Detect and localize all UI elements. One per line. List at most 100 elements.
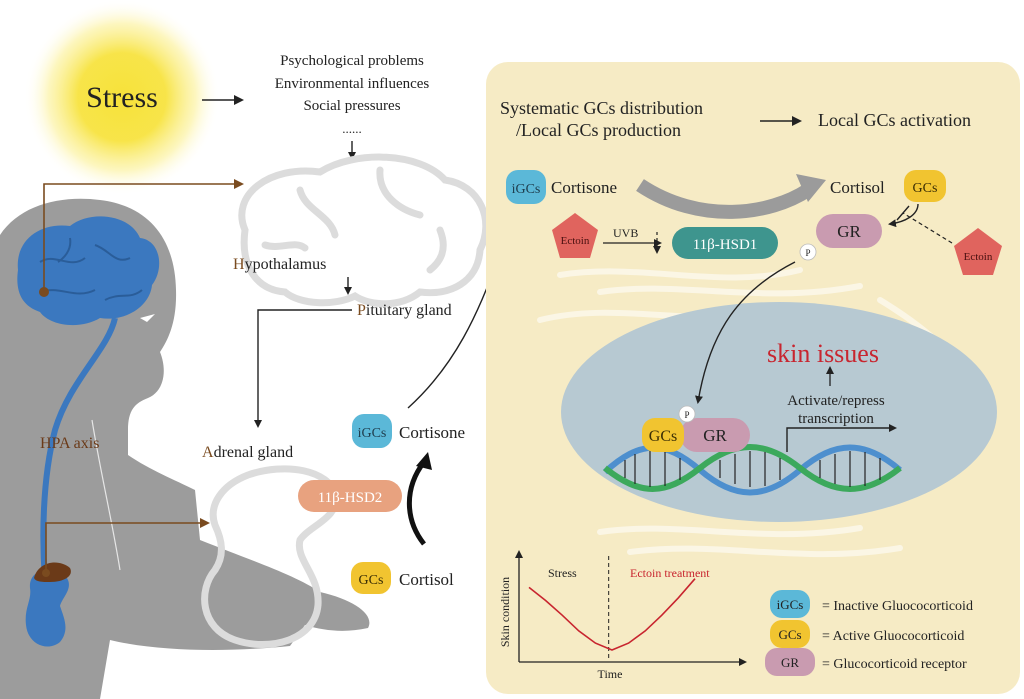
hsd2-label: 11β-HSD2 <box>318 490 383 506</box>
adrenal-to-kidney-arrow <box>45 518 210 573</box>
panel-header-right: Local GCs activation <box>818 110 971 130</box>
cortisol-to-cortisone-arrowhead <box>416 452 432 470</box>
panel-gcs-badge-shape <box>904 170 946 202</box>
left-cortisol-label: Cortisol <box>399 570 454 589</box>
brain-outline <box>238 153 490 308</box>
brain-folds <box>39 237 143 301</box>
spinal-cord <box>40 317 118 581</box>
hsd2-shape <box>298 480 402 512</box>
nucleus <box>561 302 997 522</box>
hpa-axis-label: HPA axis <box>40 435 99 452</box>
legend-badge-shape <box>765 648 815 676</box>
skin-texture <box>537 267 993 558</box>
legend-badge-shape <box>770 620 810 648</box>
panel-igcs-badge: iGCs <box>512 182 541 197</box>
nucleus-gcs-label: GCs <box>649 428 677 445</box>
nucleus-phospho-circle <box>678 405 696 423</box>
panel-igcs-badge-shape <box>506 170 546 204</box>
adrenal-icon <box>34 562 71 582</box>
transcription-line2: transcription <box>798 411 874 427</box>
chart-series-line <box>528 578 696 651</box>
hsd1-pill: 11β-HSD1 <box>672 227 778 259</box>
hypothalamus-initial: H <box>233 256 245 273</box>
legend-badge-label: GCs <box>778 627 801 642</box>
stress-causes: Psychological problems Environmental inf… <box>275 53 430 136</box>
panel-gcs-badge: GCs <box>913 181 938 196</box>
skin-condition-chart: Skin condition Time Stress Ectoin treatm… <box>498 550 747 681</box>
panel-cortisone: iGCs Cortisone <box>506 170 617 204</box>
pituitary-initial: P <box>357 302 366 319</box>
legend-badge-label: GR <box>781 655 799 670</box>
hypothalamus-rest: ypothalamus <box>245 256 327 273</box>
legend-text: = Active Gluococorticoid <box>822 629 964 644</box>
left-igcs-badge-shape <box>352 414 392 448</box>
ectoin-left-label: Ectoin <box>561 235 590 247</box>
legend-item: iGCs= Inactive Gluococorticoid <box>770 590 973 618</box>
ectoin-right-label: Ectoin <box>964 251 993 263</box>
left-cortisone-label: Cortisone <box>399 423 465 442</box>
svg-text:Adrenal gland: Adrenal gland <box>202 444 293 461</box>
cause-ellipsis: ...... <box>342 121 362 136</box>
ectoin-left: Ectoin <box>552 213 598 258</box>
brain-to-brain-arrow <box>43 179 244 292</box>
cortisol-to-cortisone-arrow <box>406 460 427 546</box>
panel-cortisol-label: Cortisol <box>830 178 885 197</box>
stress-sun: Stress <box>24 0 220 195</box>
legend-item: GCs = Active Gluococorticoid <box>770 620 964 648</box>
panel-header-left-line1: Systematic GCs distribution <box>500 98 703 118</box>
ectoin-inhibition-line <box>902 212 953 244</box>
nucleus-gr-shape <box>680 418 750 452</box>
adrenal-initial: A <box>202 444 214 461</box>
svg-text:Hypothalamus: Hypothalamus <box>233 256 326 273</box>
legend-badge-shape <box>770 590 810 618</box>
human-silhouette <box>0 198 370 699</box>
cause-environmental: Environmental influences <box>275 76 430 92</box>
dna-base-pairs <box>624 451 881 487</box>
stress-label: Stress <box>86 81 158 114</box>
left-igcs-badge: iGCs <box>358 426 387 441</box>
panel-header-left-line2: /Local GCs production <box>516 120 681 140</box>
activation-big-arrowhead <box>796 174 826 202</box>
gr-translocation-arrow <box>695 261 796 404</box>
chart-annotation-stress: Stress <box>548 566 577 580</box>
activation-big-arrow <box>636 179 812 219</box>
left-gcs-badge-shape <box>351 562 391 594</box>
gr-shape <box>816 214 882 248</box>
hsd1-shape <box>672 227 778 259</box>
ectoin-left-shape <box>552 213 598 258</box>
gr-phospho-circle <box>799 243 817 261</box>
chart-ylabel: Skin condition <box>498 577 512 647</box>
arm-contour <box>91 419 121 571</box>
panel-cortisone-label: Cortisone <box>551 178 617 197</box>
left-gcs-badge: GCs <box>359 573 384 588</box>
hpa-connectors <box>39 179 244 577</box>
eye-icon <box>140 314 155 322</box>
skin-issues-label: skin issues <box>767 339 879 368</box>
adrenal-label: Adrenal gland <box>202 444 293 461</box>
pituitary-to-adrenal-arrow <box>254 309 352 428</box>
pituitary-label: Pituitary gland <box>357 302 452 319</box>
svg-text:Pituitary gland: Pituitary gland <box>357 302 452 319</box>
silhouette-body <box>0 198 370 699</box>
nucleus-phospho-label: P <box>684 410 689 420</box>
panel-cortisol: Cortisol GCs <box>830 170 946 202</box>
ectoin-inhibition-bar <box>896 205 910 221</box>
uvb-label: UVB <box>613 226 638 240</box>
gr-receptor: GR P <box>799 214 882 261</box>
hsd1-label: 11β-HSD1 <box>693 237 758 253</box>
pituitary-rest: ituitary gland <box>366 302 452 319</box>
gr-label: GR <box>837 222 861 241</box>
legend-badge-label: iGCs <box>777 597 804 612</box>
transcription-line1: Activate/repress <box>787 393 885 409</box>
brain-icon <box>17 216 160 326</box>
cause-social: Social pressures <box>303 98 400 114</box>
chart-xlabel: Time <box>598 667 623 681</box>
dna-strand-green <box>603 444 902 492</box>
left-gcs-cortisol: GCs Cortisol <box>351 562 454 594</box>
kidney-icon <box>25 569 69 647</box>
gr-phospho-label: P <box>805 248 810 258</box>
chart-annotation-ectoin: Ectoin treatment <box>630 566 710 580</box>
legend-item: GR= Glucocorticoid receptor <box>765 648 967 676</box>
